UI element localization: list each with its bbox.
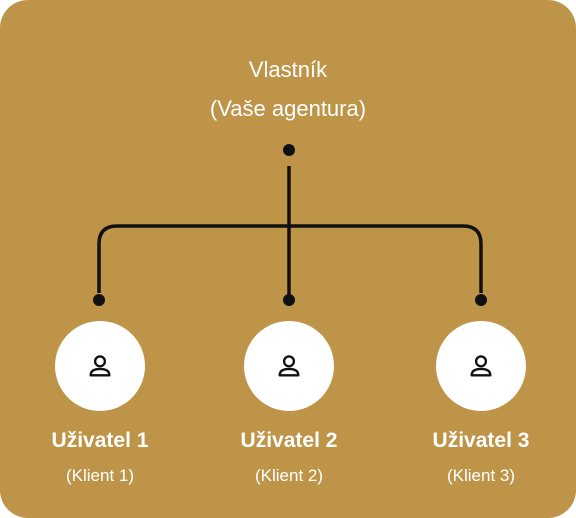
user-3-dot bbox=[475, 294, 487, 306]
user-1-title: Uživatel 1 bbox=[51, 429, 149, 452]
owner-dot bbox=[283, 144, 295, 156]
user-1-node bbox=[55, 321, 145, 411]
user-1-subtitle: (Klient 1) bbox=[65, 466, 135, 485]
branch-line bbox=[97, 224, 483, 293]
owner-title: Vlastník bbox=[248, 57, 328, 82]
user-1-dot bbox=[93, 294, 105, 306]
user-2-title: Uživatel 2 bbox=[240, 429, 338, 452]
user-3-node bbox=[436, 321, 526, 411]
owner-subtitle: (Vaše agentura) bbox=[209, 96, 367, 121]
user-icon bbox=[278, 355, 300, 377]
user-2-dot bbox=[283, 294, 295, 306]
user-icon bbox=[89, 355, 111, 377]
user-2-subtitle: (Klient 2) bbox=[254, 466, 324, 485]
user-3-title: Uživatel 3 bbox=[432, 429, 530, 452]
user-2-node bbox=[244, 321, 334, 411]
user-icon bbox=[470, 355, 492, 377]
user-3-subtitle: (Klient 3) bbox=[446, 466, 516, 485]
